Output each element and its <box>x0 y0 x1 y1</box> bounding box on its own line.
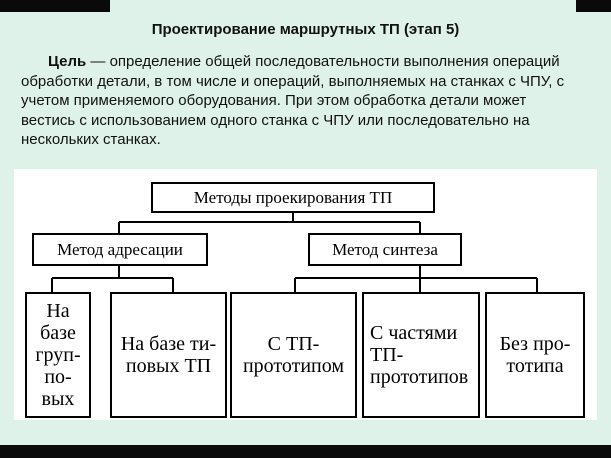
connector-lines <box>51 212 538 292</box>
root-node: Методы проекирования ТП <box>151 182 435 213</box>
leaf-node-group: На базе груп- по- вых <box>25 292 91 418</box>
top-bar-right <box>576 0 611 12</box>
methods-diagram: Методы проекирования ТП Метод адресации … <box>14 169 597 420</box>
slide-title: Проектирование маршрутных ТП (этап 5) <box>151 21 460 38</box>
branch-node-synthesis: Метод синтеза <box>308 233 462 266</box>
goal-paragraph: Цель — определение общей последовательно… <box>21 52 581 150</box>
goal-label: Цель <box>48 53 87 70</box>
top-bar-left <box>0 0 110 12</box>
goal-text: — определение общей последовательности в… <box>21 53 565 148</box>
bottom-bar <box>0 445 611 458</box>
branch-node-addressing: Метод адресации <box>32 233 208 266</box>
leaf-node-no-prototype: Без про- тотипа <box>485 292 585 418</box>
leaf-node-prototype-parts: С частями ТП- прототипов <box>362 292 480 418</box>
leaf-node-prototype: С ТП- прототипом <box>230 292 357 418</box>
leaf-node-typical: На базе ти- повых ТП <box>110 292 227 418</box>
